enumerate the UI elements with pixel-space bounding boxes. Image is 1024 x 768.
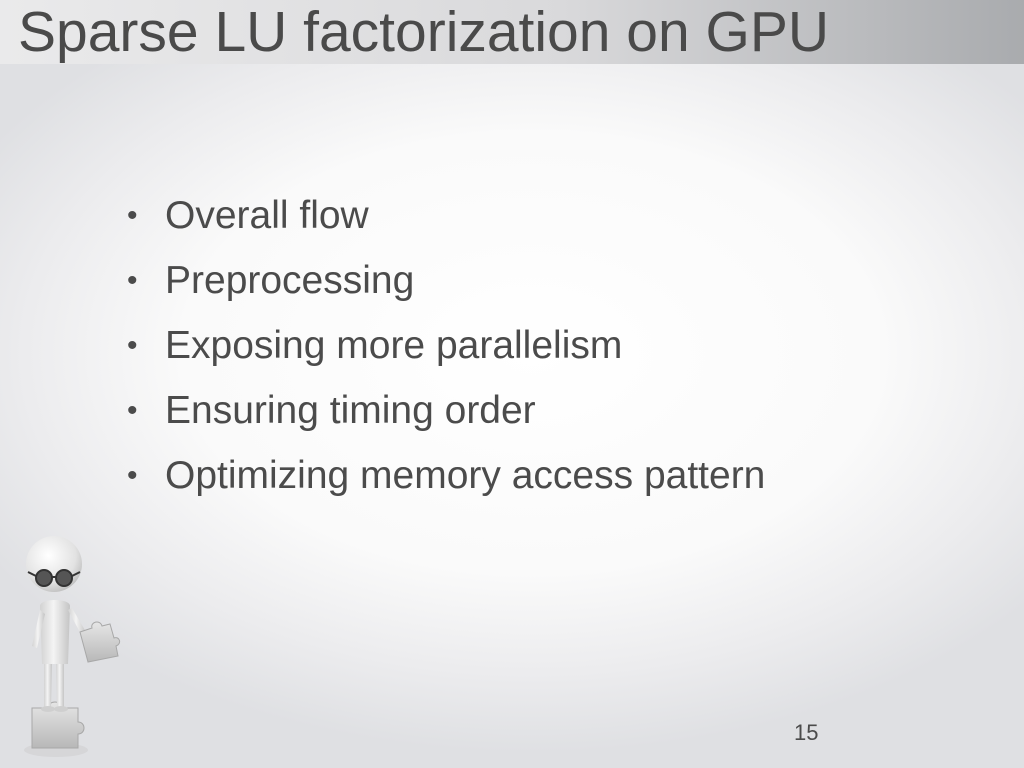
- page-number: 15: [794, 720, 819, 745]
- bullet-item: • Preprocessing: [124, 248, 765, 313]
- bullet-item: • Optimizing memory access pattern: [124, 443, 765, 508]
- bullet-dot-icon: •: [127, 199, 138, 232]
- bullet-text: Ensuring timing order: [165, 389, 536, 432]
- bullet-list: • Overall flow • Preprocessing • Exposing m…: [124, 183, 765, 508]
- bullet-item: • Overall flow: [124, 183, 765, 248]
- bullet-text: Exposing more parallelism: [165, 324, 623, 367]
- bullet-item: • Ensuring timing order: [124, 378, 765, 443]
- title-bar: Sparse LU factorization on GPU: [0, 0, 1024, 64]
- bullet-dot-icon: •: [127, 264, 138, 297]
- bullet-dot-icon: •: [127, 329, 138, 362]
- bullet-text: Preprocessing: [165, 259, 415, 302]
- bullet-dot-icon: •: [127, 394, 138, 427]
- person-with-puzzle-piece-icon: [18, 528, 122, 760]
- slide-title: Sparse LU factorization on GPU: [18, 0, 830, 64]
- bullet-text: Overall flow: [165, 194, 369, 237]
- bullet-item: • Exposing more parallelism: [124, 313, 765, 378]
- bullet-dot-icon: •: [127, 459, 138, 492]
- bullet-text: Optimizing memory access pattern: [165, 454, 766, 497]
